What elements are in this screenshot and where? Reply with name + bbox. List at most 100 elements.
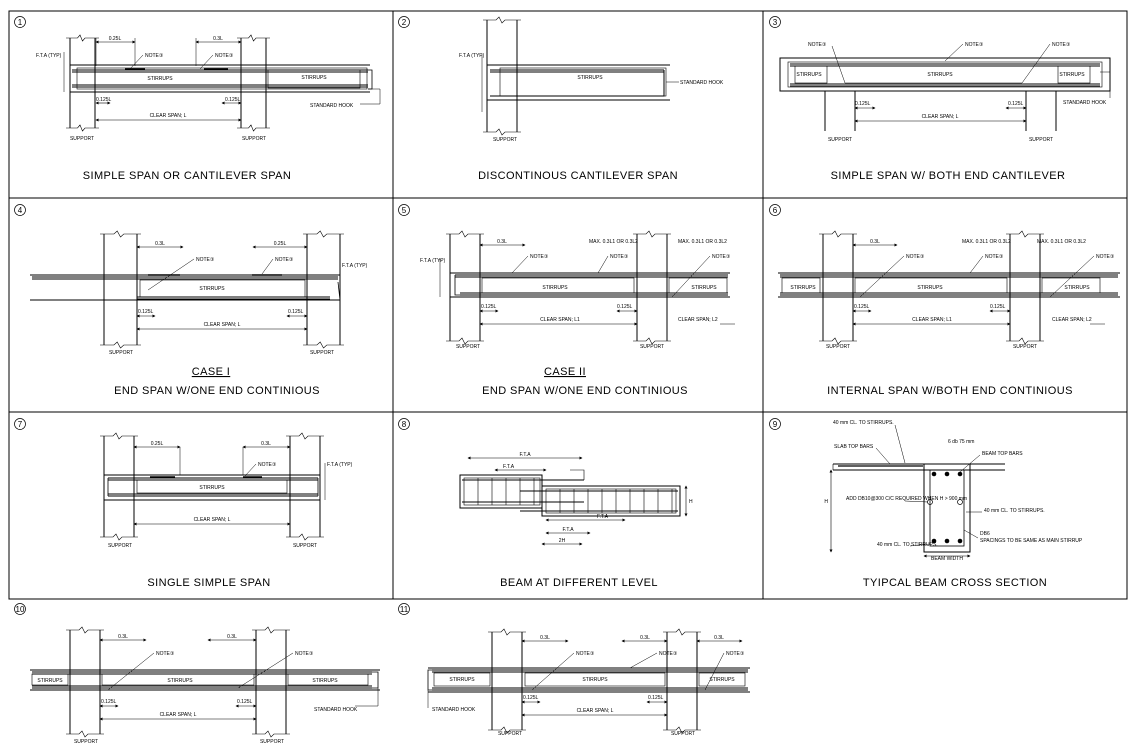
sheet-frame: [8, 10, 1128, 600]
dim-label: 2H: [559, 538, 566, 544]
dim-label: 0.125L: [854, 304, 870, 310]
max-label: MAX. 0.3L1 OR 0.3L2: [1037, 239, 1086, 245]
clear-span-label: CLEAR SPAN; L2: [678, 317, 718, 323]
stirrups-label: STIRRUPS: [301, 75, 327, 81]
panel-caption: SINGLE SIMPLE SPAN: [147, 577, 270, 589]
dim-label: 0.125L: [523, 695, 539, 701]
panel-number: 10: [16, 605, 25, 614]
fta-label: F.T.A: [519, 452, 531, 458]
dim-label: 0.125L: [288, 309, 304, 315]
stirrups-label: STIRRUPS: [199, 485, 225, 491]
dim-label: 0.3L: [227, 634, 237, 640]
support-label: SUPPORT: [108, 543, 132, 549]
case-label: CASE II: [544, 366, 586, 378]
note-label: NOTE③: [295, 651, 314, 657]
fta-label: F.T.A (TYP): [420, 258, 446, 264]
stirrups-label: STIRRUPS: [37, 678, 63, 684]
dim-label: 0.3L: [870, 239, 880, 245]
fta-label: F.T.A: [597, 514, 609, 520]
stirrups-label: STIRRUPS: [790, 285, 816, 291]
dim-label: H: [824, 499, 828, 505]
dim-label: 0.125L: [648, 695, 664, 701]
note-label: NOTE③: [145, 53, 164, 59]
note-label: NOTE③: [965, 42, 984, 48]
stirrups-label: STIRRUPS: [691, 285, 717, 291]
note-label: NOTE③: [808, 42, 827, 48]
panel-number: 3: [773, 18, 778, 27]
clear-span-label: CLEAR SPAN; L: [194, 517, 231, 523]
stirrups-label: STIRRUPS: [1059, 72, 1085, 78]
panel-number: 11: [400, 605, 409, 614]
panel-caption: TYIPCAL BEAM CROSS SECTION: [863, 577, 1047, 589]
fta-label: F.T.A (TYP): [327, 462, 353, 468]
stirrups-label: STIRRUPS: [709, 677, 735, 683]
note-label: NOTE③: [906, 254, 925, 260]
panel-number: 5: [402, 206, 407, 215]
panel-caption: INTERNAL SPAN W/BOTH END CONTINIOUS: [827, 385, 1073, 397]
clear-span-label: CLEAR SPAN; L: [922, 114, 959, 120]
panel-number: 9: [773, 420, 778, 429]
note-label: NOTE③: [530, 254, 549, 260]
dim-label: 0.25L: [151, 441, 164, 447]
panel-number: 1: [18, 18, 23, 27]
dim-label: 0.125L: [225, 97, 241, 103]
add-bars-label: ADD DB10@300 C/C REQUIRED WHEN H > 900 m…: [846, 496, 967, 502]
width-label: BEAM WIDTH: [931, 556, 963, 562]
clear-span-label: CLEAR SPAN; L1: [540, 317, 580, 323]
note-label: NOTE③: [1096, 254, 1115, 260]
note-label: NOTE③: [275, 257, 294, 263]
support-label: SUPPORT: [456, 344, 480, 350]
cover-label: 40 mm CL. TO STIRRUPS.: [833, 420, 894, 426]
panel-caption: BEAM AT DIFFERENT LEVEL: [500, 577, 658, 589]
dim-label: 0.125L: [138, 309, 154, 315]
fta-label: F.T.A: [562, 527, 574, 533]
support-label: SUPPORT: [293, 543, 317, 549]
hook-label: STANDARD HOOK: [680, 80, 724, 86]
panel-number: 6: [773, 206, 778, 215]
dim-label: 0.25L: [274, 241, 287, 247]
dim-label: 0.125L: [237, 699, 253, 705]
dim-label: 0.125L: [617, 304, 633, 310]
fta-label: F.T.A (TYP): [459, 53, 485, 59]
clear-span-label: CLEAR SPAN; L: [160, 712, 197, 718]
stirrups-label: STIRRUPS: [577, 75, 603, 81]
dim-label: 0.125L: [855, 101, 871, 107]
dim-label: 0.3L: [155, 241, 165, 247]
hook-length-label: 6 db 75 mm: [948, 439, 974, 445]
clear-span-label: CLEAR SPAN; L: [150, 113, 187, 119]
fta-label: F.T.A (TYP): [36, 53, 62, 59]
support-label: SUPPORT: [1029, 137, 1053, 143]
note-label: NOTE③: [985, 254, 1004, 260]
hook-label: STANDARD HOOK: [310, 103, 354, 109]
note-label: NOTE③: [196, 257, 215, 263]
support-label: SUPPORT: [640, 344, 664, 350]
support-label: SUPPORT: [310, 350, 334, 356]
clear-span-label: CLEAR SPAN; L: [577, 708, 614, 714]
dim-label: 0.3L: [497, 239, 507, 245]
dim-label: 0.125L: [1008, 101, 1024, 107]
cover-label: 40 mm CL. TO STIRRUPS.: [984, 508, 1045, 514]
support-label: SUPPORT: [109, 350, 133, 356]
support-label: SUPPORT: [242, 136, 266, 142]
support-label: SUPPORT: [1013, 344, 1037, 350]
dim-label: 0.3L: [540, 635, 550, 641]
note-label: NOTE③: [215, 53, 234, 59]
support-label: SUPPORT: [74, 739, 98, 745]
stirrups-label: STIRRUPS: [542, 285, 568, 291]
stirrups-label: STIRRUPS: [1064, 285, 1090, 291]
note-label: NOTE③: [156, 651, 175, 657]
dim-label: 0.3L: [118, 634, 128, 640]
dim-label: 0.3L: [213, 36, 223, 42]
panel-caption: END SPAN W/ONE END CONTINIOUS: [482, 385, 688, 397]
hook-label: STANDARD HOOK: [432, 707, 476, 713]
stirrups-label: STIRRUPS: [167, 678, 193, 684]
panel-caption: DISCONTINOUS CANTILEVER SPAN: [478, 170, 678, 182]
support-label: SUPPORT: [498, 731, 522, 737]
note-label: NOTE③: [726, 651, 745, 657]
panel-number: 2: [402, 18, 407, 27]
support-label: SUPPORT: [671, 731, 695, 737]
hook-label: STANDARD HOOK: [1063, 100, 1107, 106]
stirrups-label: STIRRUPS: [449, 677, 475, 683]
note-label: NOTE③: [258, 462, 277, 468]
